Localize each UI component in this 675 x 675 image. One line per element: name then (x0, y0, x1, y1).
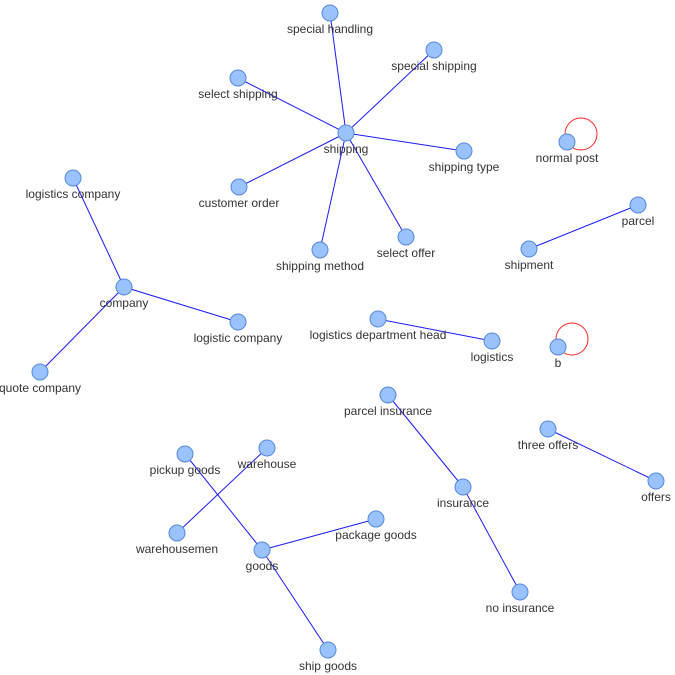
node-label-normal-post: normal post (536, 151, 599, 165)
node-label-shipping-type: shipping type (429, 160, 500, 174)
node-label-select-offer: select offer (377, 246, 435, 260)
node-label-company: company (100, 296, 149, 310)
edge-shipping-to-shipping-method (319, 132, 347, 251)
node-label-special-shipping: special shipping (391, 59, 476, 73)
node-customer-order[interactable] (230, 178, 248, 196)
edge-shipping-to-customer-order (238, 132, 347, 188)
node-warehousemen[interactable] (168, 524, 186, 542)
edge-logistics-department-head-to-logistics (377, 318, 493, 342)
label-layer: special handling special shipping select s… (0, 22, 671, 673)
edge-shipping-to-special-handling (329, 12, 347, 134)
node-quote-company[interactable] (31, 363, 49, 381)
node-layer (31, 4, 665, 659)
node-label-special-handling: special handling (287, 22, 373, 36)
node-shipment[interactable] (520, 240, 538, 258)
node-label-parcel: parcel (622, 214, 655, 228)
node-label-pickup-goods: pickup goods (150, 463, 221, 477)
node-select-offer[interactable] (397, 228, 415, 246)
edge-company-to-logistic-company (123, 286, 239, 323)
node-logistic-company[interactable] (229, 313, 247, 331)
node-label-logistic-company: logistic company (194, 331, 283, 345)
node-label-warehousemen: warehousemen (135, 542, 218, 556)
node-b[interactable] (549, 338, 567, 356)
edge-warehouse-to-warehousemen (176, 447, 268, 534)
edge-goods-to-package-goods (261, 518, 377, 551)
edge-shipping-to-select-offer (345, 132, 407, 238)
node-pickup-goods[interactable] (176, 445, 194, 463)
node-label-insurance: insurance (437, 496, 489, 510)
node-ship-goods[interactable] (319, 641, 337, 659)
edge-goods-to-ship-goods (261, 549, 329, 651)
edge-goods-to-pickup-goods (184, 453, 263, 551)
node-parcel[interactable] (629, 196, 647, 214)
node-label-offers: offers (641, 490, 671, 504)
edge-insurance-to-parcel-insurance (387, 394, 464, 488)
node-label-goods: goods (246, 559, 279, 573)
node-three-offers[interactable] (539, 420, 557, 438)
node-no-insurance[interactable] (511, 583, 529, 601)
node-shipping[interactable] (337, 124, 355, 142)
node-goods[interactable] (253, 541, 271, 559)
edge-three-offers-to-offers (547, 428, 657, 482)
node-label-shipping: shipping (324, 142, 369, 156)
edge-shipping-to-select-shipping (237, 77, 347, 134)
node-parcel-insurance[interactable] (379, 386, 397, 404)
node-insurance[interactable] (454, 478, 472, 496)
node-label-shipping-method: shipping method (276, 259, 364, 273)
node-logistics-department-head[interactable] (369, 310, 387, 328)
node-label-ship-goods: ship goods (299, 659, 357, 673)
node-shipping-type[interactable] (455, 142, 473, 160)
node-label-warehouse: warehouse (237, 457, 297, 471)
node-package-goods[interactable] (367, 510, 385, 528)
edge-company-to-logistics-company (72, 177, 125, 288)
node-shipping-method[interactable] (311, 241, 329, 259)
edge-parcel-to-shipment (528, 204, 639, 250)
node-special-handling[interactable] (321, 4, 339, 22)
node-label-logistics: logistics (471, 350, 514, 364)
node-label-three-offers: three offers (518, 438, 578, 452)
edge-insurance-to-no-insurance (462, 486, 521, 593)
node-logistics-company[interactable] (64, 169, 82, 187)
edge-shipping-to-shipping-type (345, 132, 465, 152)
node-label-logistics-company: logistics company (26, 187, 121, 201)
node-label-quote-company: quote company (0, 381, 81, 395)
node-label-logistics-department-head: logistics department head (310, 328, 447, 342)
node-label-package-goods: package goods (335, 528, 416, 542)
node-label-select-shipping: select shipping (198, 87, 277, 101)
node-company[interactable] (115, 278, 133, 296)
edge-company-to-quote-company (39, 286, 125, 373)
node-normal-post[interactable] (558, 133, 576, 151)
node-select-shipping[interactable] (229, 69, 247, 87)
node-label-customer-order: customer order (199, 196, 280, 210)
node-special-shipping[interactable] (425, 41, 443, 59)
node-warehouse[interactable] (258, 439, 276, 457)
node-label-shipment: shipment (505, 258, 554, 272)
node-label-b: b (555, 356, 562, 370)
node-label-parcel-insurance: parcel insurance (344, 404, 432, 418)
node-label-no-insurance: no insurance (486, 601, 555, 615)
node-offers[interactable] (647, 472, 665, 490)
node-logistics[interactable] (483, 332, 501, 350)
edge-shipping-to-special-shipping (345, 49, 435, 134)
